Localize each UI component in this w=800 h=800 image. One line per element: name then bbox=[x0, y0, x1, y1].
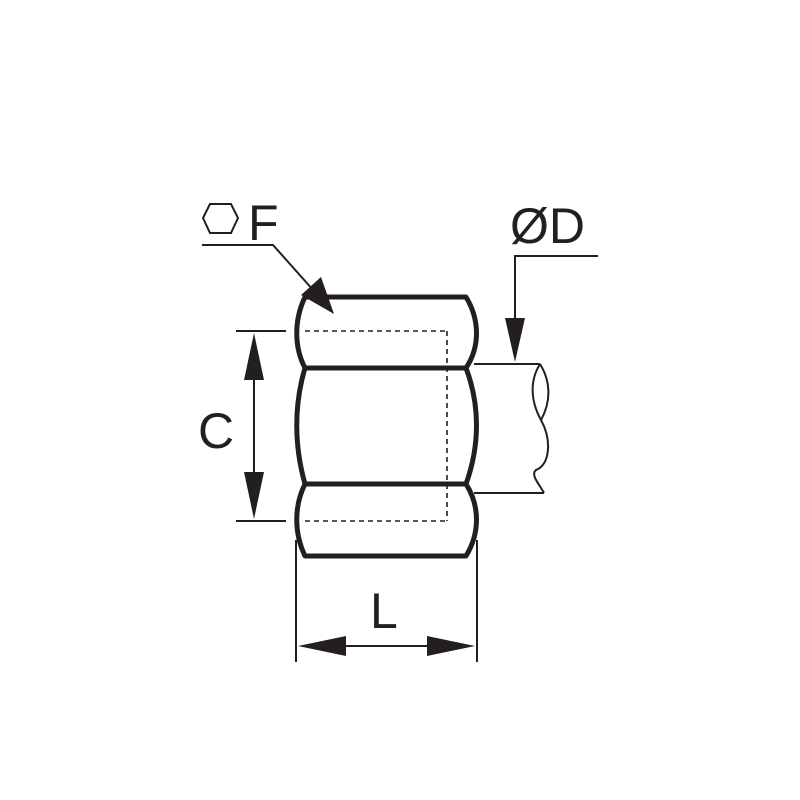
overall-length-label: L bbox=[370, 583, 398, 639]
overall-length-arrowhead-right bbox=[427, 636, 475, 656]
overall-length-dimension: L bbox=[295, 540, 478, 662]
thread-length-arrowhead-bottom bbox=[244, 472, 264, 519]
internal-thread-hidden-lines bbox=[305, 330, 448, 522]
thread-length-dimension: C bbox=[198, 330, 286, 522]
hex-size-callout: F bbox=[201, 195, 334, 314]
tube-diameter-label: ØD bbox=[510, 198, 585, 254]
overall-length-arrowhead-left bbox=[298, 636, 346, 656]
hex-size-arrowhead bbox=[301, 277, 334, 314]
hexagon-icon bbox=[201, 203, 240, 234]
hex-nut-body bbox=[294, 294, 479, 559]
hex-size-label: F bbox=[248, 195, 279, 251]
thread-length-label: C bbox=[198, 403, 234, 459]
thread-length-arrowhead-top bbox=[244, 333, 264, 380]
tube bbox=[474, 363, 550, 494]
tube-diameter-arrowhead bbox=[505, 318, 525, 362]
tube-diameter-callout: ØD bbox=[505, 198, 598, 362]
